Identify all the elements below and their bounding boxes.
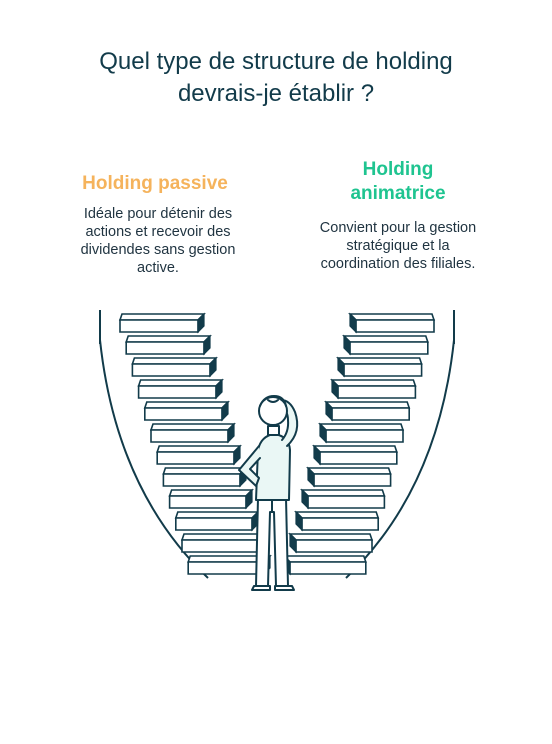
option-title-animatrice: Holding animatrice [300,158,496,206]
stair-side [221,400,229,422]
stair-tread [306,467,392,475]
stair-tread [118,313,206,321]
desc-line: active. [137,260,179,276]
stair-side [289,532,297,554]
stair-tread [180,533,266,541]
stair-riser [119,319,199,333]
stair-tread [149,423,236,431]
stair-riser [343,363,423,377]
stair-riser [307,495,386,509]
neck [267,425,280,436]
stair-riser [150,429,229,443]
stair-side [313,444,321,466]
stair-side [337,356,345,378]
stair-tread [330,379,417,387]
stair-tread [125,335,212,343]
person-figure [238,395,299,591]
stair-riser [295,539,373,553]
stair-side [233,444,241,466]
stair-riser [349,341,429,355]
stair-tread [312,445,398,453]
stair-tread [162,467,248,475]
stair-side [307,466,315,488]
option-title-passive: Holding passive [82,173,228,194]
desc-line: Idéale pour détenir des [83,206,233,222]
stair-side [325,400,333,422]
stair-riser [331,407,411,421]
stair-tread [336,357,423,365]
stair-side [319,422,327,444]
title-line-1: Quel type de structure de holding [99,48,453,75]
stair-side [209,356,217,378]
desc-line: coordination des filiales. [320,256,476,272]
staircase-illustration [99,310,455,591]
arm-left [238,445,261,487]
stair-tread [348,313,436,321]
stair-tread [300,489,386,497]
stair-tread [174,511,260,519]
stair-tread [168,489,254,497]
stair-riser [301,517,380,531]
stair-side [295,510,303,532]
stair-tread [143,401,230,409]
stair-side [203,334,211,356]
page-title: Quel type de structure de holding devrai… [0,46,552,110]
stair-side [343,334,351,356]
stair-tread [137,379,224,387]
stair-tread [324,401,411,409]
stair-riser [181,539,259,553]
option-desc-animatrice: Convient pour la gestion stratégique et … [300,219,496,273]
title-line-2: devrais-je établir ? [177,80,375,107]
stair-tread [318,423,405,431]
stair-riser [325,429,404,443]
stair-side [245,488,253,510]
stair-riser [162,473,241,487]
stair-tread [342,335,429,343]
stair-riser [156,451,235,465]
stair-tread [156,445,242,453]
stair-side [349,312,357,334]
desc-line: stratégique et la [346,238,450,254]
stair-tread [288,533,374,541]
stair-riser [355,319,435,333]
stair-side [197,312,205,334]
title-line: Holding [362,159,434,180]
title-line: animatrice [350,183,446,204]
stair-riser [319,451,398,465]
stair-side [227,422,235,444]
torso [255,433,291,501]
shoe-left [251,585,271,591]
stair-tread [294,511,380,519]
desc-line: Convient pour la gestion [319,220,477,236]
stair-riser [175,517,253,531]
stair-side [331,378,339,400]
stair-riser [168,495,247,509]
stair-side [215,378,223,400]
stair-riser [337,385,417,399]
stair-riser [125,341,205,355]
right-staircase [282,310,455,579]
desc-line: actions et recevoir des [85,224,231,240]
desc-line: dividendes sans gestion [80,242,236,258]
stair-tread [131,357,218,365]
stair-riser [137,385,217,399]
stair-riser [143,407,223,421]
stair-riser [289,561,367,575]
shoe-right [274,585,295,591]
stair-riser [131,363,211,377]
stair-tread [282,555,367,563]
hair [259,395,287,407]
option-desc-passive: Idéale pour détenir des actions et recev… [58,205,258,277]
stair-riser [187,561,265,575]
stair-riser [313,473,392,487]
stair-side [301,488,309,510]
left-staircase [99,310,272,579]
